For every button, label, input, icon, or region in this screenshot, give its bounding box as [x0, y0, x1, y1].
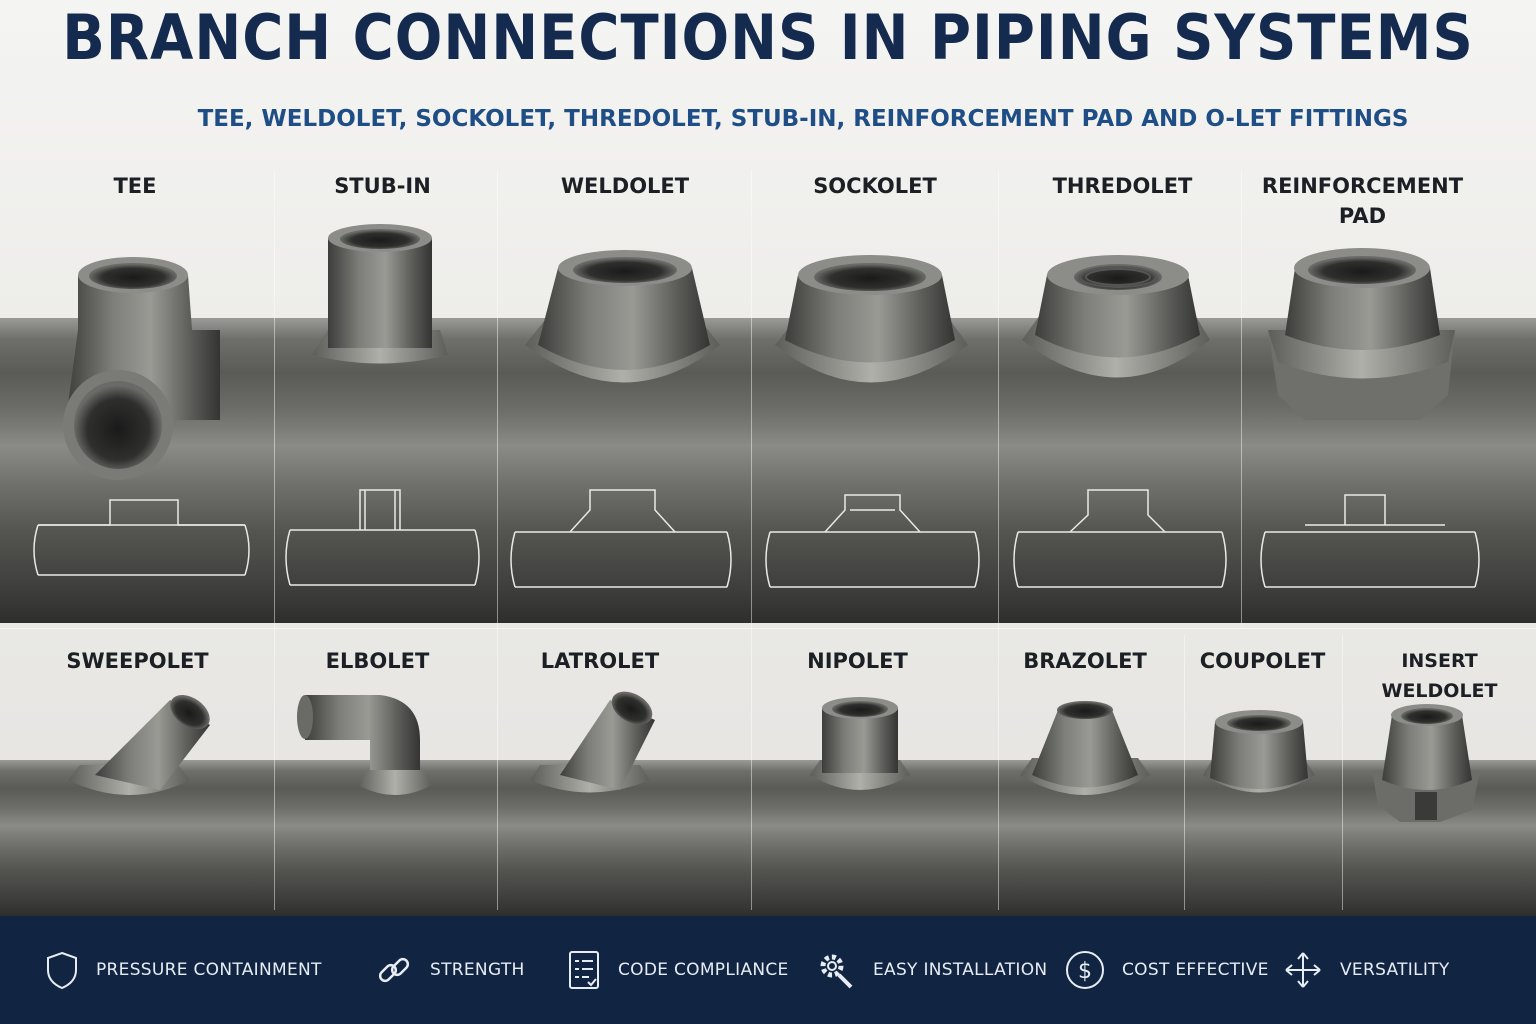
reinforcement-pad-fitting [1268, 248, 1455, 420]
row-divider [0, 628, 1536, 629]
feature-label: VERSATILITY [1340, 960, 1450, 980]
label-tee: TEE [113, 174, 157, 198]
brazolet-fitting [1020, 701, 1150, 795]
feature-strength: STRENGTH [374, 916, 525, 1024]
column-divider [751, 170, 752, 910]
feature-label: CODE COMPLIANCE [618, 960, 789, 980]
thredolet-fitting [1022, 255, 1210, 378]
column-divider [497, 170, 498, 910]
feature-label: EASY INSTALLATION [873, 960, 1048, 980]
label-elbolet: ELBOLET [325, 649, 430, 673]
coupolet-fitting [1203, 710, 1315, 793]
label-nipolet: NIPOLET [807, 649, 908, 673]
dollar-icon: $ [1066, 951, 1104, 989]
sockolet-fitting [775, 255, 968, 383]
label-brazolet: BRAZOLET [1023, 649, 1147, 673]
feature-code-compliance: CODE COMPLIANCE [566, 916, 789, 1024]
column-divider [998, 170, 999, 910]
shield-icon [47, 951, 77, 990]
feature-label: STRENGTH [430, 960, 525, 980]
feature-cost-effective: $ COST EFFECTIVE [1064, 916, 1269, 1024]
insert-weldolet-fitting [1372, 704, 1480, 822]
column-divider [1184, 635, 1185, 910]
stub-in-fitting [312, 224, 448, 364]
label-sweepolet: SWEEPOLET [66, 649, 209, 673]
label-coupolet: COUPOLET [1199, 649, 1326, 673]
column-divider [1241, 170, 1242, 625]
sweepolet-fitting [68, 694, 210, 795]
checklist-icon [569, 951, 599, 989]
page-title: BRANCH CONNECTIONS IN PIPING SYSTEMS [62, 2, 1474, 75]
column-divider [274, 170, 275, 910]
tee-fitting [63, 257, 220, 480]
fittings-illustration [33, 224, 1480, 822]
label-thredolet: THREDOLET [1052, 174, 1193, 198]
label-reinforcement-line1: REINFORCEMENT [1261, 174, 1464, 198]
label-insert-weldolet: INSERT WELDOLET [1381, 650, 1498, 702]
features-footer: PRESSURE CONTAINMENT STRENGTH CODE COMPL… [0, 916, 1536, 1024]
latrolet-fitting [530, 691, 655, 793]
label-reinforcement-line2: PAD [1338, 204, 1387, 228]
feature-label: PRESSURE CONTAINMENT [96, 960, 322, 980]
page-subtitle: TEE, WELDOLET, SOCKOLET, THREDOLET, STUB… [197, 106, 1409, 132]
label-reinforcement-pad: REINFORCEMENT PAD [1250, 171, 1475, 231]
column-divider [1342, 635, 1343, 910]
gear-wrench-icon [820, 954, 853, 989]
feature-pressure-containment: PRESSURE CONTAINMENT [44, 916, 322, 1024]
arrows-icon [1285, 952, 1321, 988]
feature-versatility: VERSATILITY [1282, 916, 1450, 1024]
feature-label: COST EFFECTIVE [1122, 960, 1269, 980]
svg-text:$: $ [1078, 959, 1092, 984]
label-latrolet: LATROLET [540, 649, 660, 673]
technical-drawings [33, 489, 1480, 588]
weldolet-fitting [525, 250, 720, 383]
label-stub-in: STUB-IN [334, 174, 431, 198]
nipolet-fitting [810, 697, 910, 790]
feature-easy-installation: EASY INSTALLATION [815, 916, 1047, 1024]
elbolet-fitting [297, 695, 432, 795]
chain-link-icon [378, 957, 410, 983]
label-sockolet: SOCKOLET [813, 174, 937, 198]
label-weldolet: WELDOLET [560, 174, 690, 198]
